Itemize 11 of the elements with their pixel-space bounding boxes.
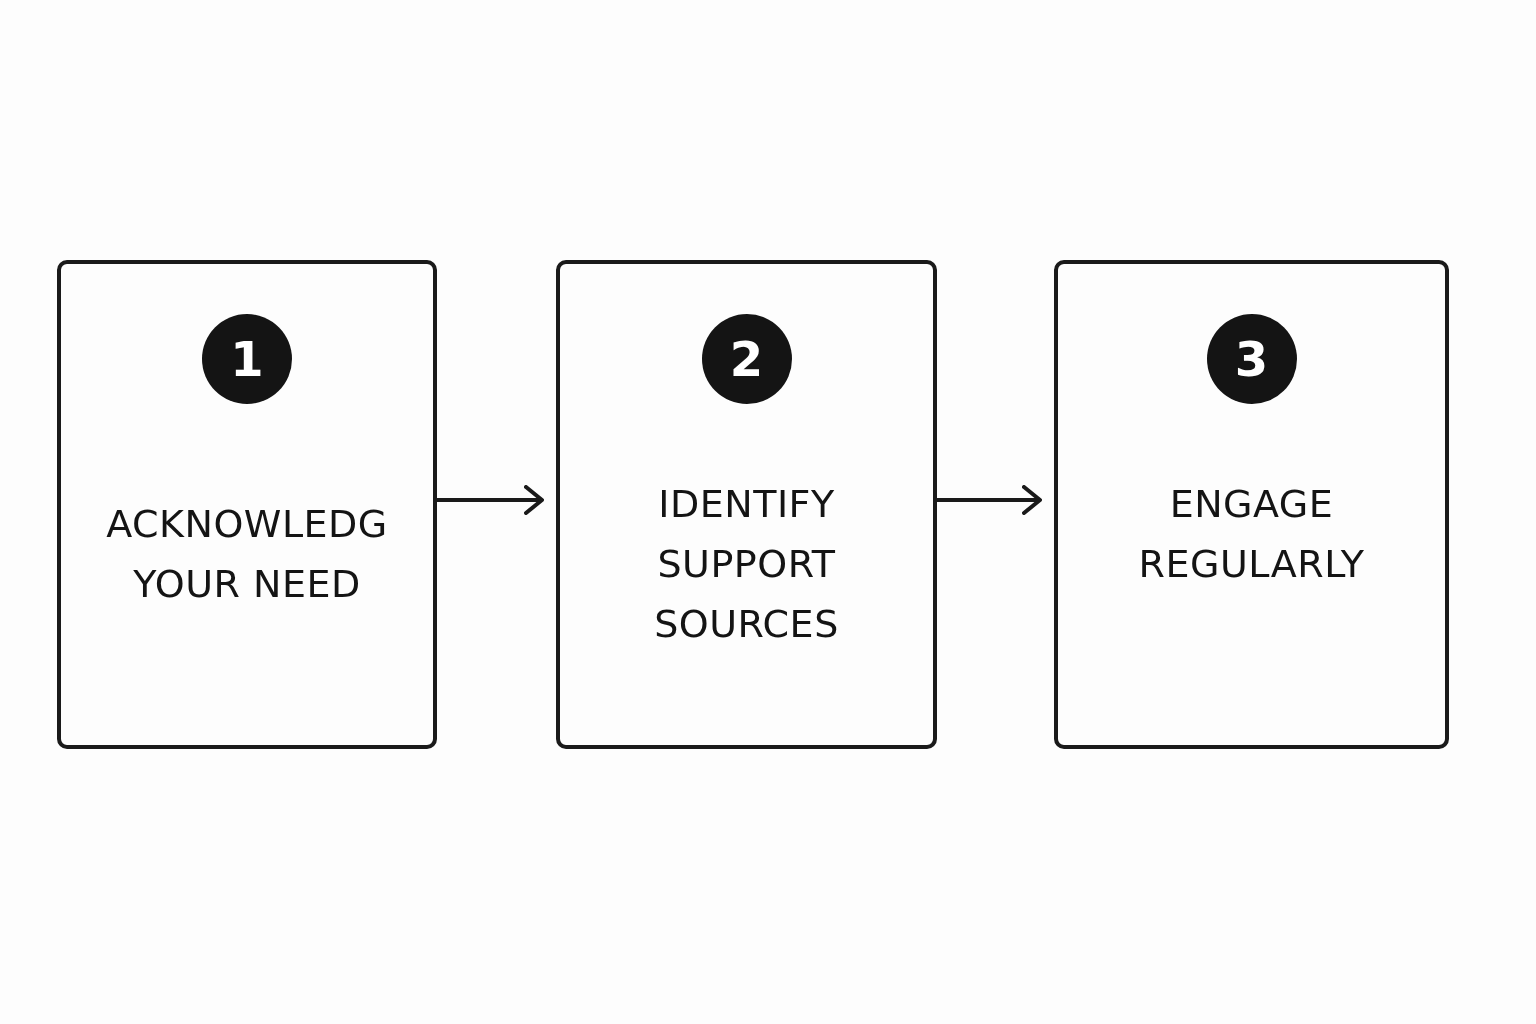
step-number: 2 — [701, 314, 792, 404]
step-label: ACKNOWLEDG YOUR NEED — [105, 501, 389, 608]
arrow — [437, 485, 544, 515]
step-label: ENGAGE REGULARLY — [1137, 481, 1366, 588]
step-number: 3 — [1206, 314, 1297, 404]
step-box — [57, 260, 437, 749]
step-number: 1 — [202, 314, 292, 404]
arrow — [937, 485, 1042, 515]
step-box — [556, 260, 937, 749]
step-box — [1054, 260, 1449, 749]
step-label: IDENTIFY SUPPORT SOURCES — [653, 481, 840, 648]
